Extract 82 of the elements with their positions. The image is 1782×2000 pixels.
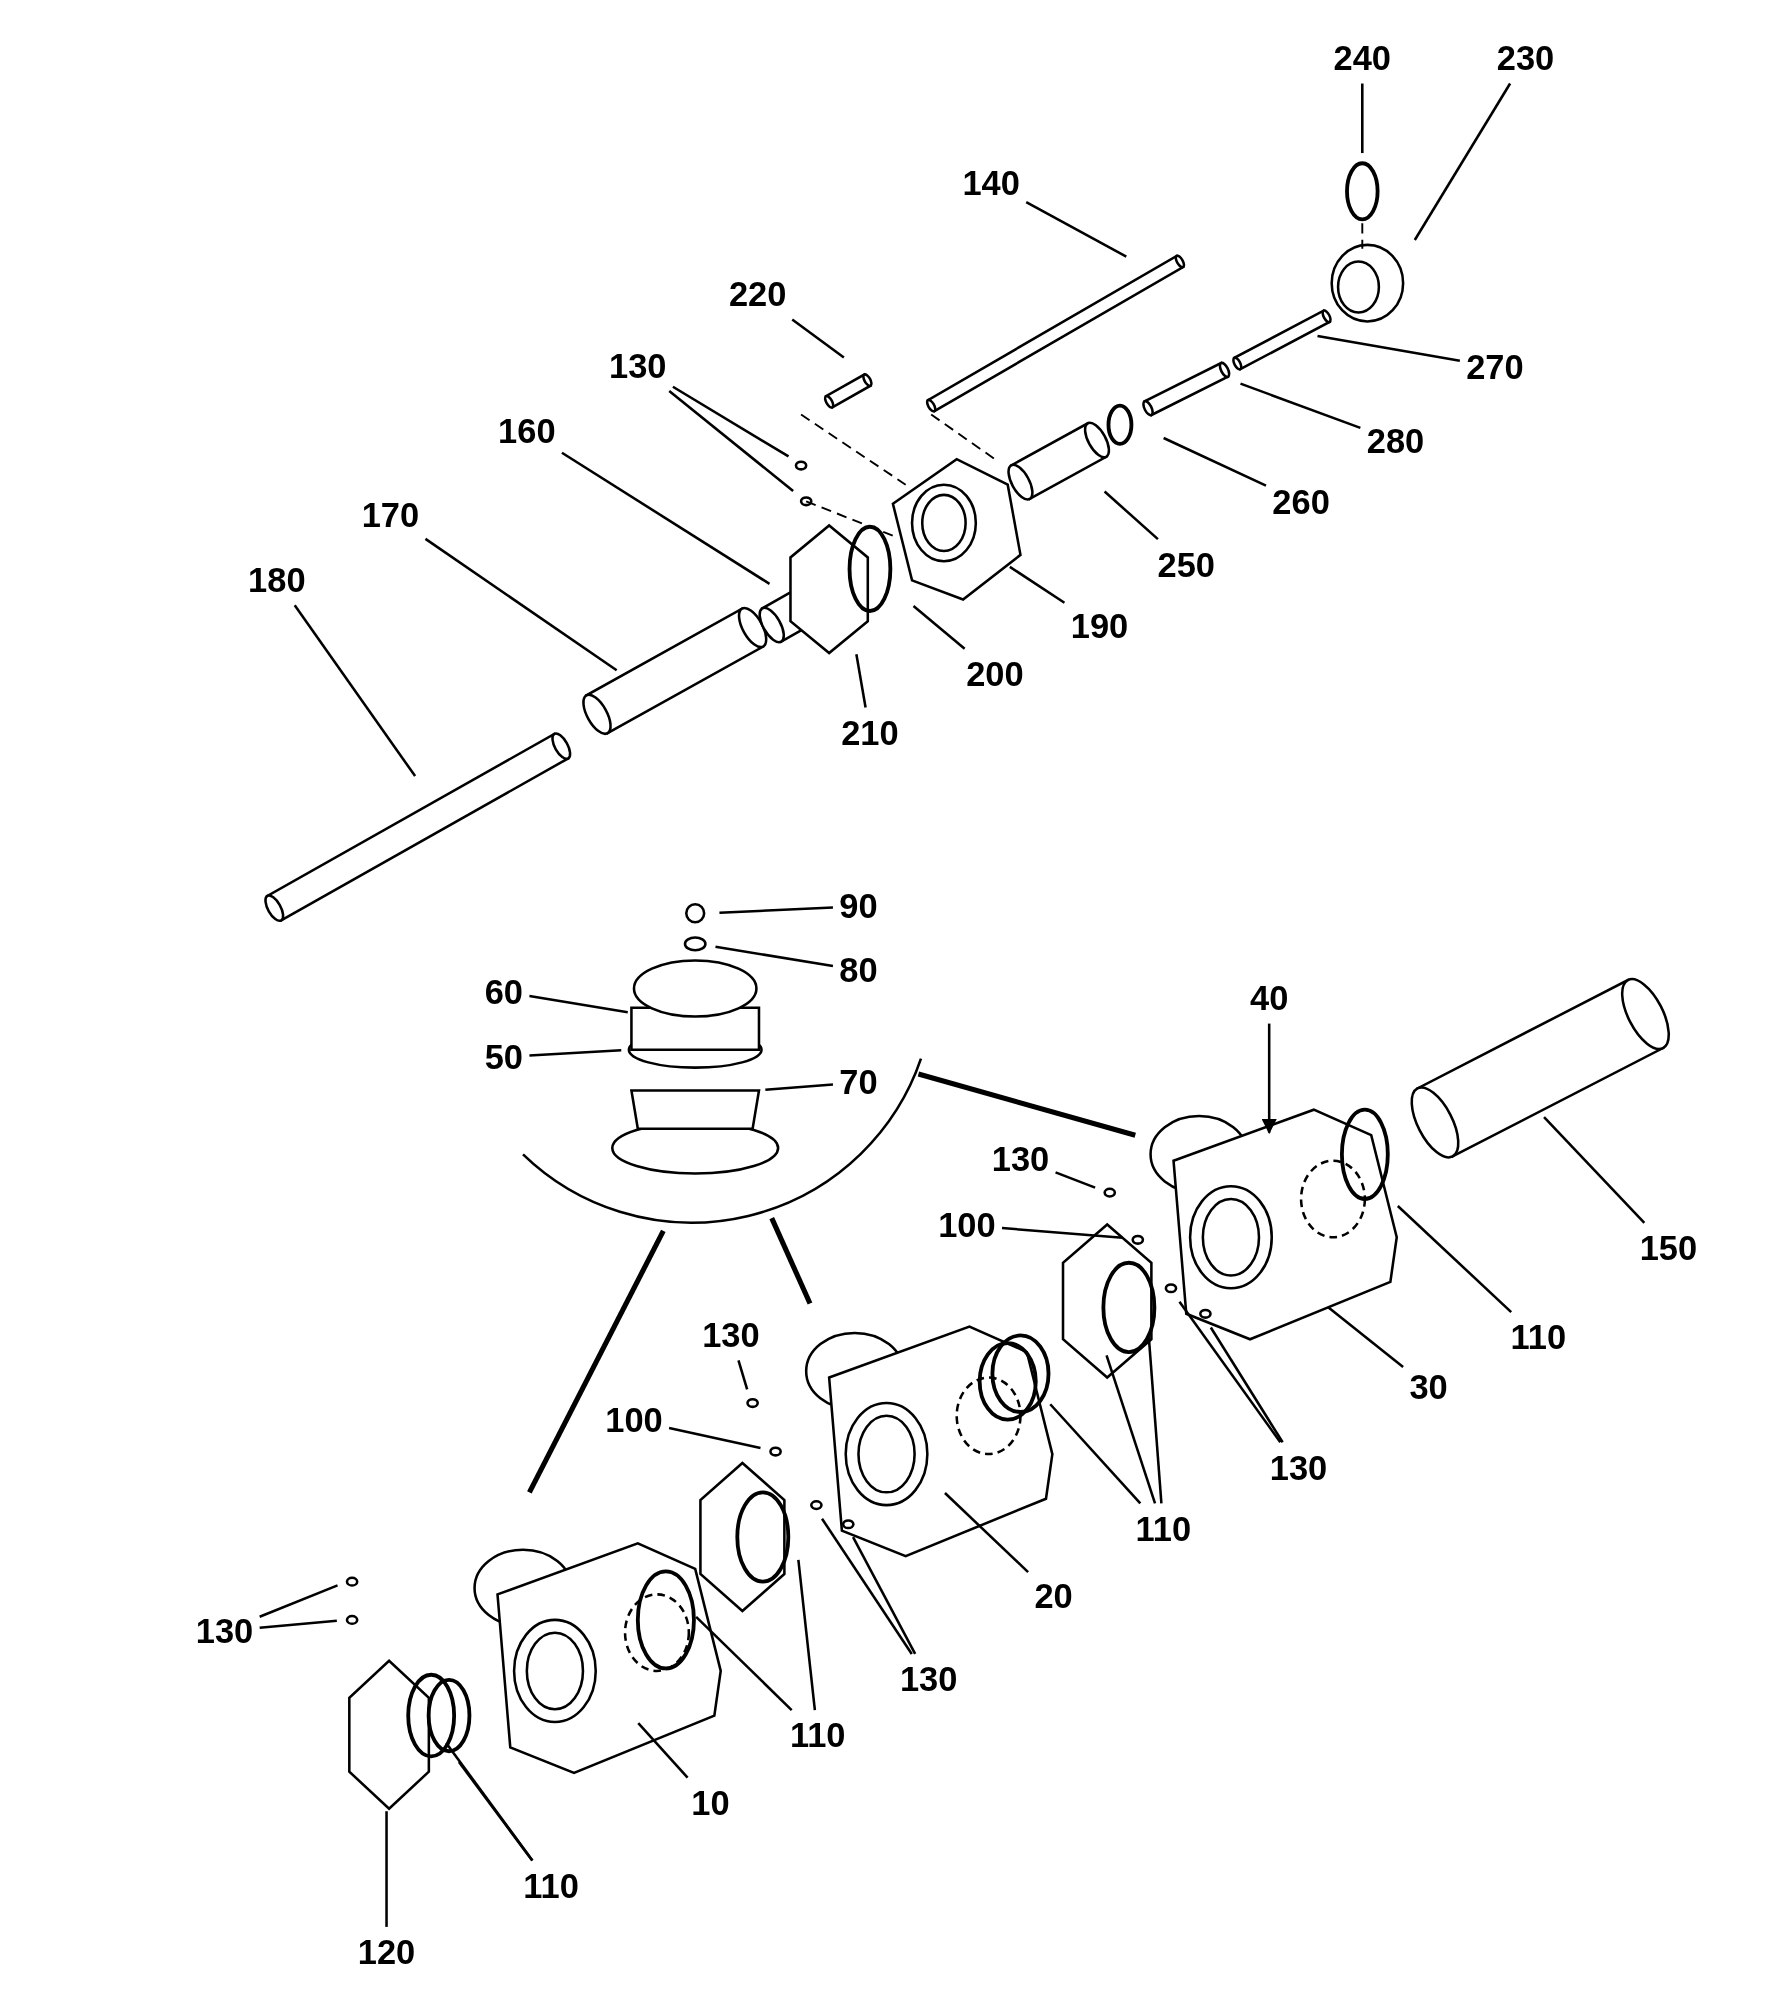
callout-number: 50 [484,1037,524,1076]
leader-line [695,1615,793,1711]
callout-number: 130 [702,1315,760,1354]
leader-line [1317,334,1461,362]
leader-line [1396,1205,1513,1314]
leader-line [672,385,790,458]
leader-line [1543,1116,1646,1224]
leader-line [715,945,834,968]
callout-number: 240 [1333,39,1391,78]
leader-line [457,1761,534,1862]
callout-number: 110 [523,1866,579,1905]
callout-number: 280 [1366,421,1425,460]
callout-number: 170 [361,495,420,534]
callout-number: 130 [1269,1448,1328,1487]
leader-line [1361,83,1364,154]
leader-line [293,604,417,777]
callout-number: 150 [1639,1229,1698,1268]
leader-line [385,1811,388,1927]
leader-line [668,1426,761,1450]
callout-number: 40 [1250,979,1289,1018]
leader-line [424,537,618,672]
leader-line [1001,1226,1123,1239]
callout-number: 100 [938,1206,996,1245]
leader-line [1240,382,1361,430]
leader-line [765,1083,834,1092]
callout-number: 200 [966,655,1024,694]
callout-number: 230 [1496,39,1555,78]
callout-number: 100 [605,1401,663,1440]
leader-line [737,1359,749,1390]
leader-line [855,653,867,708]
callout-number: 60 [484,972,524,1011]
callout-number: 110 [789,1716,846,1755]
callout-number: 80 [839,951,878,990]
leader-line [259,1584,338,1618]
leader-line [529,994,628,1014]
leader-line [529,1049,622,1057]
arrow [1261,1023,1277,1135]
callout-number: 220 [729,275,787,314]
callout-number: 190 [1070,606,1129,645]
callout-number: 130 [609,346,667,385]
leader-line [1178,1300,1282,1443]
leader-line [637,1722,689,1779]
leader-line [820,1518,913,1655]
leader-line [1105,1354,1157,1504]
leader-line [259,1619,337,1629]
callout-number: 30 [1409,1368,1448,1407]
callout-number: 10 [691,1784,730,1823]
leader-line [851,1536,917,1655]
leader-line [797,1559,817,1711]
callout-number: 70 [839,1063,878,1102]
leader-line [1009,565,1066,604]
callout-number: 90 [839,887,878,926]
leader-line [1025,201,1127,258]
callout-number: 130 [991,1139,1050,1178]
leader-line [912,605,966,650]
leader-line [1147,1336,1163,1504]
leader-line [445,1742,534,1862]
leader-line [1327,1306,1404,1368]
callout-number: 270 [1466,347,1524,386]
callout-number: 210 [841,713,899,752]
callout-number: 110 [1510,1318,1567,1357]
leader-line [561,451,771,585]
leader-line [1413,82,1512,241]
callout-number: 110 [1135,1509,1192,1548]
leader-line [1049,1403,1142,1505]
leader-line [1209,1326,1284,1443]
callout-number: 130 [195,1611,254,1650]
callout-number: 180 [248,560,306,599]
callout-number: 160 [498,411,556,450]
leader-line [668,389,794,493]
callout-number: 260 [1272,483,1330,522]
callout-number: 120 [357,1933,416,1972]
callout-number: 140 [962,164,1020,203]
callout-number: 20 [1034,1577,1073,1616]
leader-line [791,318,845,359]
callout-number: 250 [1157,545,1215,584]
leader-line [719,906,833,915]
leader-line [1055,1171,1096,1189]
leader-line [944,1492,1029,1574]
leader-line [1103,490,1159,541]
leader-line [1163,436,1267,487]
callout-number: 130 [899,1660,958,1699]
